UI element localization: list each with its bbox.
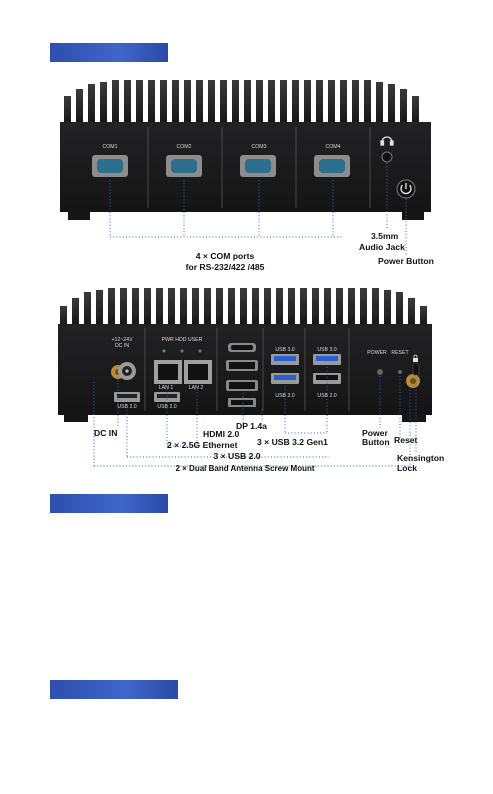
com-port-4 — [314, 155, 350, 177]
callout-com-ports: 4 × COM ports — [195, 251, 255, 261]
callout-power: Power — [362, 428, 388, 438]
lan2-label: LAN 2 — [188, 385, 204, 391]
reset-panel-label: RESET — [391, 350, 409, 356]
section-header-bar-2 — [50, 494, 168, 513]
usb20-label-3: USB 2.0 — [317, 393, 337, 399]
callout-usb20: 3 × USB 2.0 — [213, 451, 261, 461]
rear-power-button — [377, 369, 383, 375]
power-icon — [400, 183, 412, 195]
com-port-2 — [166, 155, 202, 177]
section-header-bar-1 — [50, 43, 168, 62]
callout-power-button: Power Button — [378, 256, 434, 266]
reset-button — [398, 370, 402, 374]
callout-power-sub: Button — [362, 437, 390, 447]
com3-port-label: COM3 — [251, 144, 267, 150]
callout-ethernet: 2 × 2.5G Ethernet — [167, 440, 238, 450]
dc-in-jack — [118, 362, 136, 380]
callout-kensington: Kensington — [397, 453, 445, 463]
callout-reset: Reset — [394, 435, 418, 445]
lan1-label: LAN 1 — [158, 385, 174, 391]
usb30-label-1: USB 3.0 — [275, 347, 295, 353]
com2-port-label: COM2 — [176, 144, 192, 150]
com-port-1 — [92, 155, 128, 177]
usb30-ports — [271, 354, 341, 384]
callout-antenna: 2 × Dual Band Antenna Screw Mount — [175, 464, 315, 473]
front-leader-lines — [109, 163, 407, 256]
callout-audio-jack-sub: Audio Jack — [359, 242, 405, 252]
audio-jack — [381, 151, 393, 163]
usb20-label-2: USB 2.0 — [157, 404, 177, 410]
power-panel-label: POWER — [367, 350, 387, 356]
rear-heatsink-fins — [60, 288, 427, 326]
lan-port-1 — [154, 360, 182, 384]
com4-port-label: COM4 — [325, 144, 341, 150]
usb30-label-2: USB 3.0 — [275, 393, 295, 399]
dc-in-panel-label: DC IN — [114, 343, 130, 349]
callout-com-ports-sub: for RS-232/422 /485 — [185, 262, 265, 272]
callout-audio-jack: 3.5mm — [371, 231, 399, 241]
callout-dc-in: DC IN — [94, 428, 118, 438]
headphone-icon — [380, 136, 394, 146]
callout-kensington-sub: Lock — [397, 463, 418, 473]
dc-in-voltage-label: +12~24V — [111, 337, 133, 343]
usb30-label-3: USB 3.0 — [317, 347, 337, 353]
lan-port-2 — [184, 360, 212, 384]
led-labels: PWR HDD USER — [161, 337, 203, 343]
front-view — [60, 80, 431, 256]
section-header-bar-3 — [50, 680, 178, 699]
callout-usb32: 3 × USB 3.2 Gen1 — [257, 437, 328, 447]
com-port-3 — [240, 155, 276, 177]
rear-leader-lines — [93, 367, 417, 467]
front-heatsink-fins — [64, 80, 419, 124]
callout-dp: DP 1.4a — [236, 421, 267, 431]
antenna-mount-right — [406, 374, 420, 388]
kensington-slot — [412, 362, 420, 376]
lock-icon — [413, 354, 418, 362]
com1-port-label: COM1 — [102, 144, 118, 150]
rear-view — [58, 288, 432, 467]
callout-hdmi: HDMI 2.0 — [203, 429, 240, 439]
usb20-label-1: USB 2.0 — [117, 404, 137, 410]
